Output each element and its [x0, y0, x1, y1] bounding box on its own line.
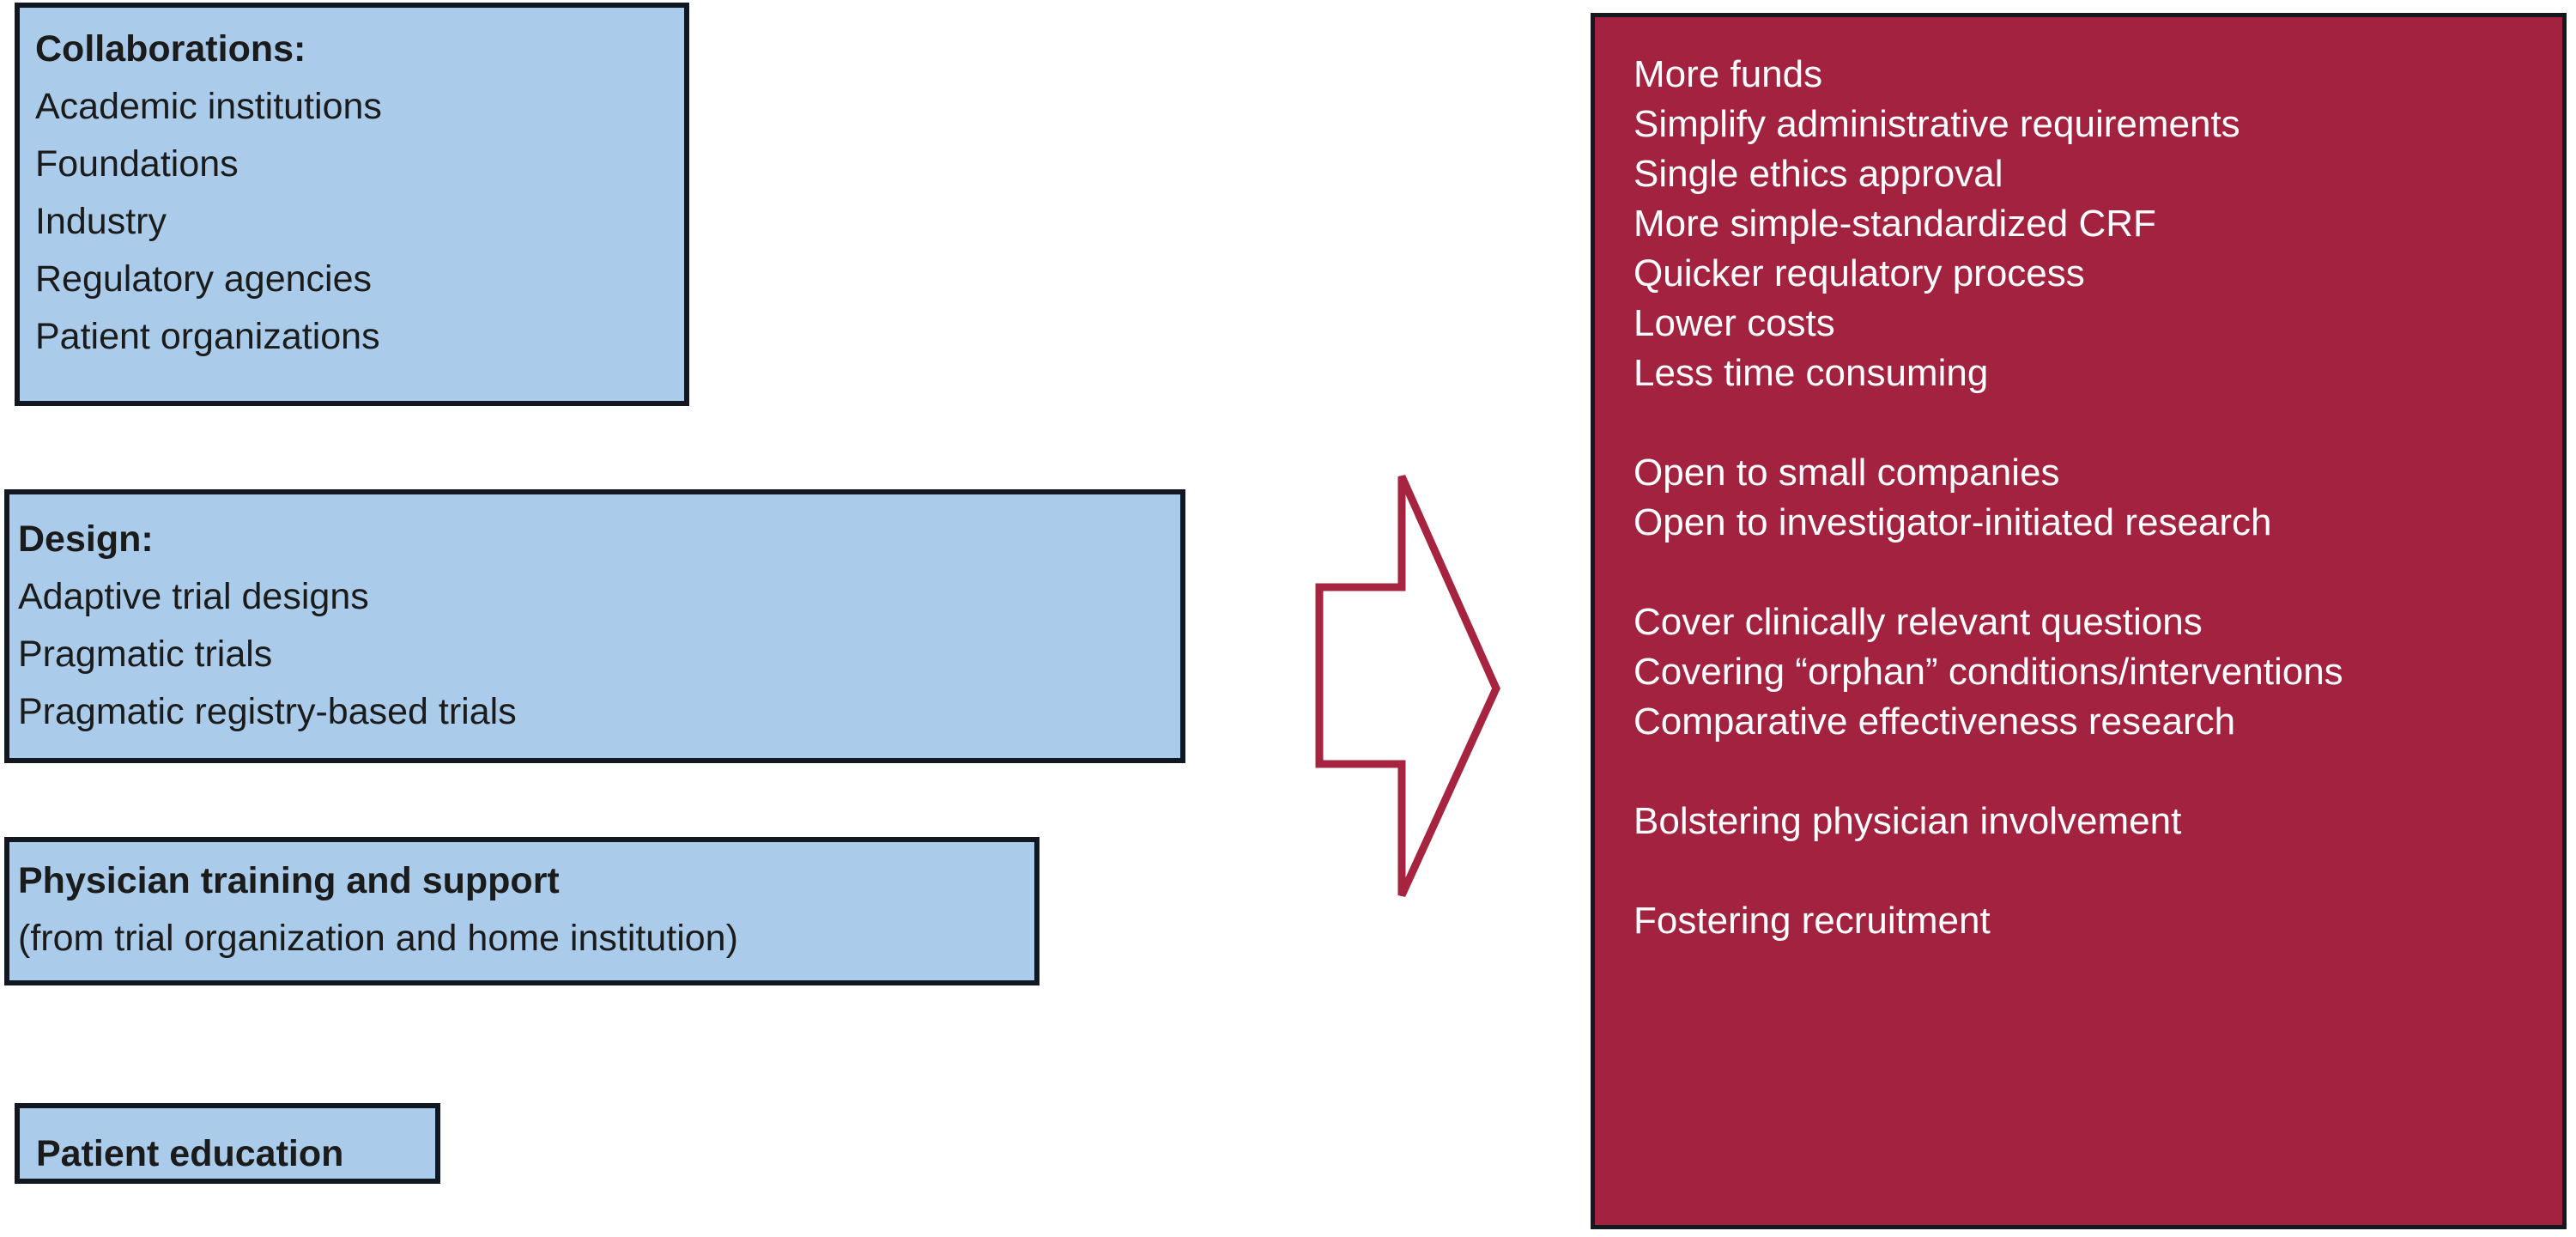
- benefit-cover-clinically-relevant-questions: Cover clinically relevant questions: [1633, 601, 2203, 643]
- design-heading: Design:: [18, 518, 154, 560]
- collaborations-item-foundations: Foundations: [35, 143, 239, 185]
- benefit-lower-costs: Lower costs: [1633, 302, 1835, 344]
- collaborations-box: Collaborations: Academic institutions Fo…: [15, 3, 689, 406]
- right-arrow-outline-icon: [1309, 464, 1506, 910]
- benefits-group-spacer: [1633, 747, 2562, 797]
- design-content: Design: Adaptive trial designs Pragmatic…: [9, 494, 1180, 741]
- benefit-more-simple-standardized-crf: More simple-standardized CRF: [1633, 203, 2156, 245]
- physician-training-heading: Physician training and support: [18, 860, 560, 901]
- benefits-group-spacer: [1633, 398, 2562, 448]
- benefit-comparative-effectiveness-research: Comparative effectiveness research: [1633, 700, 2236, 743]
- benefits-group-spacer: [1633, 846, 2562, 896]
- collaborations-item-regulatory-agencies: Regulatory agencies: [35, 258, 373, 300]
- benefit-less-time-consuming: Less time consuming: [1633, 352, 1989, 394]
- collaborations-heading: Collaborations:: [35, 28, 306, 70]
- design-item-pragmatic-registry-based-trials: Pragmatic registry-based trials: [18, 691, 517, 732]
- collaborations-item-academic-institutions: Academic institutions: [35, 86, 382, 127]
- physician-training-content: Physician training and support (from tri…: [9, 842, 1034, 967]
- benefit-open-to-investigator-initiated-research: Open to investigator-initiated research: [1633, 501, 2272, 543]
- collaborations-item-industry: Industry: [35, 201, 167, 242]
- patient-education-content: Patient education: [20, 1108, 435, 1183]
- benefits-panel: More funds Simplify administrative requi…: [1591, 13, 2567, 1229]
- benefit-bolstering-physician-involvement: Bolstering physician involvement: [1633, 800, 2182, 842]
- benefit-simplify-administrative-requirements: Simplify administrative requirements: [1633, 103, 2240, 145]
- benefit-quicker-regulatory-process: Quicker requlatory process: [1633, 252, 2085, 294]
- benefit-fostering-recruitment: Fostering recruitment: [1633, 900, 1991, 942]
- benefit-single-ethics-approval: Single ethics approval: [1633, 153, 2003, 195]
- patient-education-box: Patient education: [15, 1103, 440, 1184]
- physician-training-box: Physician training and support (from tri…: [4, 837, 1039, 985]
- patient-education-heading: Patient education: [36, 1133, 344, 1174]
- design-item-pragmatic-trials: Pragmatic trials: [18, 634, 273, 675]
- benefits-group-spacer: [1633, 548, 2562, 597]
- benefits-panel-content: More funds Simplify administrative requi…: [1595, 17, 2562, 946]
- benefit-covering-orphan-conditions-interventions: Covering “orphan” conditions/interventio…: [1633, 651, 2343, 693]
- collaborations-item-patient-organizations: Patient organizations: [35, 316, 380, 357]
- design-box: Design: Adaptive trial designs Pragmatic…: [4, 489, 1185, 763]
- physician-training-subtext: (from trial organization and home instit…: [18, 918, 738, 959]
- collaborations-content: Collaborations: Academic institutions Fo…: [20, 8, 684, 366]
- benefit-open-to-small-companies: Open to small companies: [1633, 452, 2060, 494]
- benefit-more-funds: More funds: [1633, 53, 1823, 95]
- design-item-adaptive-trial-designs: Adaptive trial designs: [18, 576, 369, 617]
